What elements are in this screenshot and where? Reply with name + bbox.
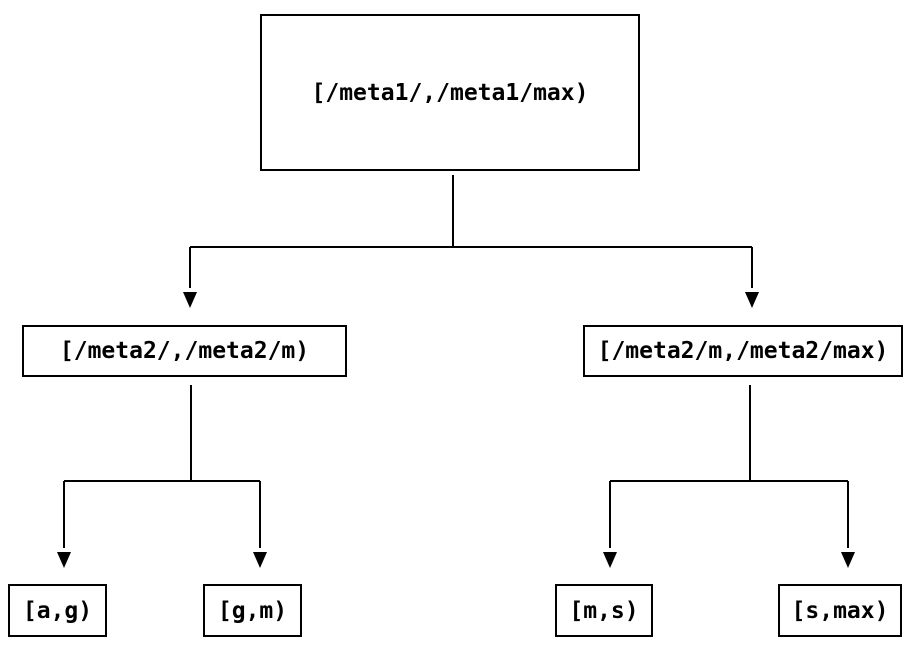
edge-root-stem: [189, 175, 753, 288]
node-root: [/meta1/,/meta1/max): [260, 14, 640, 171]
node-leaf-smax: [s,max): [778, 584, 902, 637]
arrowhead-to-leaf-smax: [841, 552, 855, 568]
edge-right-stem: [609, 385, 849, 548]
arrowhead-to-leaf-gm: [253, 552, 267, 568]
node-root-label: [/meta1/,/meta1/max): [311, 79, 589, 106]
node-leaf-ag-label: [a,g): [22, 597, 93, 624]
arrowhead-to-right-node: [745, 292, 759, 308]
node-right: [/meta2/m,/meta2/max): [583, 325, 903, 377]
arrowhead-to-leaf-ms: [603, 552, 617, 568]
node-left-label: [/meta2/,/meta2/m): [59, 338, 310, 364]
node-leaf-smax-label: [s,max): [791, 597, 889, 624]
connector-root-children: [183, 175, 759, 308]
arrowhead-to-left-node: [183, 292, 197, 308]
arrowhead-to-leaf-ag: [57, 552, 71, 568]
node-leaf-ag: [a,g): [8, 584, 107, 637]
node-leaf-gm: [g,m): [203, 584, 302, 637]
connector-left-children: [57, 385, 267, 568]
connector-right-children: [603, 385, 855, 568]
node-leaf-ms-label: [m,s): [569, 597, 639, 624]
node-left: [/meta2/,/meta2/m): [22, 325, 347, 377]
node-leaf-gm-label: [g,m): [217, 597, 288, 624]
node-leaf-ms: [m,s): [555, 584, 653, 637]
node-right-label: [/meta2/m,/meta2/max): [597, 338, 889, 364]
edge-left-stem: [63, 385, 261, 548]
